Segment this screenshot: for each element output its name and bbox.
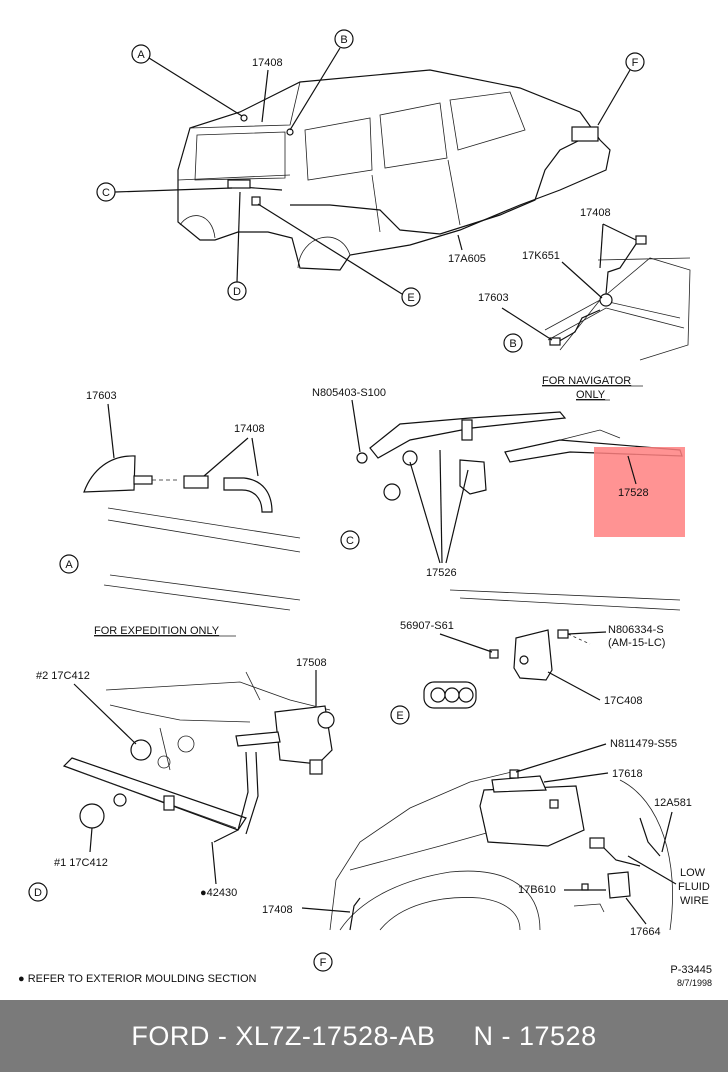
label-42430: ●42430 (200, 887, 237, 899)
label-n806334: N806334-S (608, 624, 664, 636)
detail-f (329, 769, 673, 931)
part-number-footer: FORD - XL7Z-17528-AB N - 17528 (0, 1000, 728, 1072)
label-17526: 17526 (426, 567, 457, 579)
detail-d (62, 671, 335, 843)
part-17528-highlight (594, 447, 685, 537)
label-17618: 17618 (612, 768, 643, 780)
label-for-expedition: FOR EXPEDITION ONLY (94, 625, 220, 637)
detail-a-ref: A (65, 559, 73, 571)
footer-part-number: FORD - XL7Z-17528-AB (131, 1020, 436, 1051)
label-17603-b: 17603 (478, 292, 509, 304)
label-17408-top: 17408 (252, 57, 283, 69)
callout-b-top: B (289, 29, 354, 131)
svg-text:E: E (407, 292, 414, 304)
label-17a605: 17A605 (448, 253, 486, 265)
label-17b610: 17B610 (518, 884, 556, 896)
svg-text:A: A (137, 49, 145, 61)
label-17603-a: 17603 (86, 390, 117, 402)
label-56907: 56907-S61 (400, 620, 454, 632)
detail-b-ref: B (509, 338, 516, 350)
vehicle-overview (177, 69, 611, 271)
detail-f-ref: F (320, 957, 327, 969)
label-2-17c412: #2 17C412 (36, 670, 90, 682)
parts-diagram: A B 17408 C D E F 17A605 (18, 29, 712, 988)
moulding-note: ● REFER TO EXTERIOR MOULDING SECTION (18, 973, 257, 985)
footer-reference: N - 17528 (473, 1020, 597, 1051)
detail-a (83, 455, 301, 611)
drawing-number: P-33445 (670, 964, 712, 976)
drawing-date: 8/7/1998 (677, 978, 712, 988)
label-17408-b: 17408 (580, 207, 611, 219)
detail-c (356, 411, 683, 611)
label-fluid: FLUID (678, 881, 710, 893)
label-n805403: N805403-S100 (312, 387, 386, 399)
callout-c-top: C (96, 182, 233, 202)
detail-e (423, 629, 591, 709)
detail-e-ref: E (396, 710, 403, 722)
detail-d-ref: D (34, 887, 42, 899)
label-12a581: 12A581 (654, 797, 692, 809)
label-wire: WIRE (680, 895, 709, 907)
label-17528: 17528 (618, 487, 649, 499)
label-for-navigator: FOR NAVIGATOR (542, 375, 631, 387)
label-17664: 17664 (630, 926, 661, 938)
callout-e-top: E (257, 203, 421, 307)
svg-text:B: B (340, 34, 347, 46)
svg-text:F: F (632, 57, 639, 69)
label-17408-a: 17408 (234, 423, 265, 435)
svg-text:C: C (102, 187, 110, 199)
label-17k651: 17K651 (522, 250, 560, 262)
label-low: LOW (680, 867, 706, 879)
label-17c408: 17C408 (604, 695, 643, 707)
callout-a-top: A (131, 44, 243, 117)
detail-c-ref: C (346, 535, 354, 547)
label-navigator-only: ONLY (576, 389, 606, 401)
label-1-17c412: #1 17C412 (54, 857, 108, 869)
detail-b (544, 235, 691, 361)
label-17508: 17508 (296, 657, 327, 669)
label-17408-f: 17408 (262, 904, 293, 916)
callout-d-top: D (227, 191, 247, 301)
label-am15lc: (AM-15-LC) (608, 637, 665, 649)
label-n811479: N811479-S55 (610, 738, 677, 750)
callout-f-top: F (597, 52, 645, 126)
svg-text:D: D (233, 286, 241, 298)
